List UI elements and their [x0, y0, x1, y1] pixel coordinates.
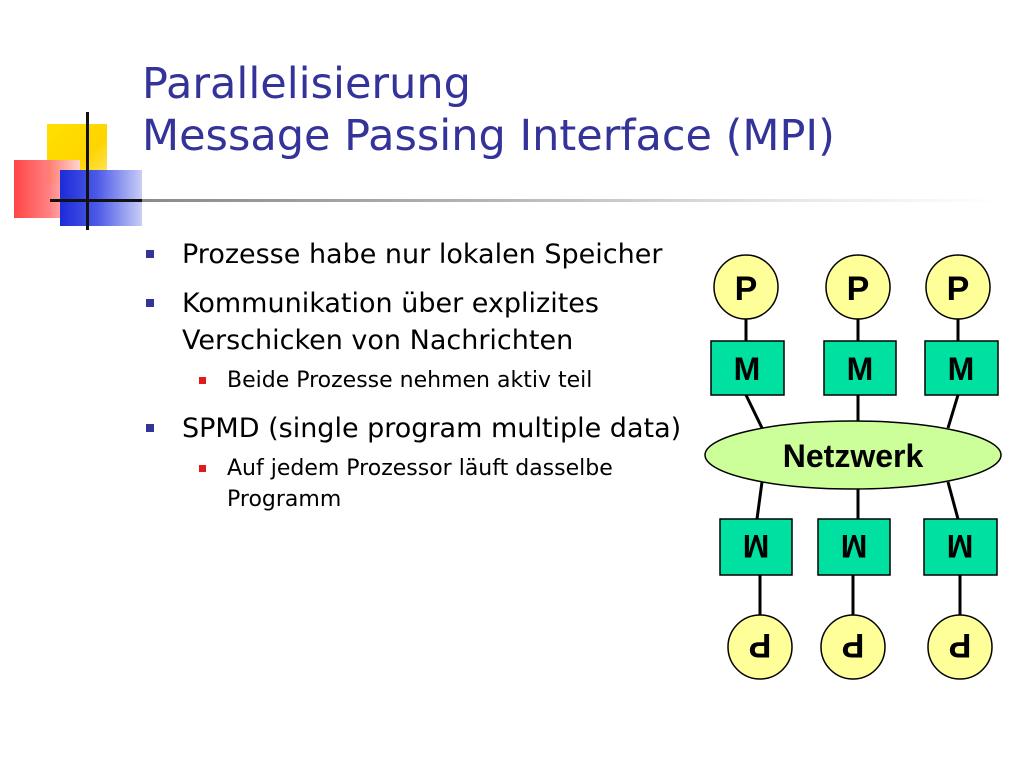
bullet-text: SPMD (single program multiple data): [182, 413, 682, 444]
memory-node-mirrored: M: [923, 518, 998, 576]
memory-label: M: [743, 528, 770, 564]
sub-bullet-marker-icon: [199, 377, 206, 384]
process-label: P: [947, 270, 970, 308]
sub-bullet-marker-icon: [199, 465, 206, 472]
memory-node-mirrored: M: [719, 518, 793, 576]
slide-title: Parallelisierung Message Passing Interfa…: [142, 58, 1002, 162]
decorative-blue-square: [60, 170, 142, 226]
bullet-text: Kommunikation über explizites Verschicke…: [182, 288, 599, 356]
decorative-horizontal-line: [50, 199, 142, 202]
sub-bullet-item: Beide Prozesse nehmen aktiv teil: [146, 365, 686, 396]
bullet-list: Prozesse habe nur lokalen Speicher Kommu…: [146, 236, 686, 529]
bullet-item: SPMD (single program multiple data): [146, 410, 686, 447]
memory-label: M: [947, 528, 974, 564]
memory-node: M: [823, 340, 897, 396]
memory-node: M: [710, 340, 785, 396]
process-label: P: [847, 270, 870, 308]
mpi-diagram: P P P M M M: [700, 245, 1010, 685]
sub-bullet-text: Auf jedem Prozessor läuft dasselbe Progr…: [227, 456, 613, 512]
process-node: P: [713, 254, 779, 320]
title-line-1: Parallelisierung: [142, 59, 471, 109]
memory-label: M: [841, 528, 868, 564]
process-label: P: [749, 626, 772, 664]
memory-label: M: [847, 351, 874, 387]
memory-node-mirrored: M: [817, 518, 891, 576]
process-label: P: [735, 270, 758, 308]
bullet-item: Prozesse habe nur lokalen Speicher: [146, 236, 686, 273]
bullet-marker-icon: [146, 424, 154, 432]
bullet-marker-icon: [146, 299, 154, 307]
bullet-item: Kommunikation über explizites Verschicke…: [146, 285, 686, 359]
bullet-marker-icon: [146, 250, 154, 258]
sub-bullet-text: Beide Prozesse nehmen aktiv teil: [227, 368, 593, 393]
process-node-mirrored: P: [820, 614, 886, 680]
process-node-mirrored: P: [927, 614, 993, 680]
decorative-vertical-line: [86, 112, 89, 230]
memory-label: M: [948, 351, 975, 387]
connector-line: [946, 394, 960, 429]
process-node: P: [925, 254, 991, 320]
title-line-2: Message Passing Interface (MPI): [142, 111, 835, 161]
process-label: P: [949, 626, 972, 664]
connector-line: [755, 481, 764, 520]
network-label: Netzwerk: [783, 438, 924, 474]
mpi-diagram-svg: P P P M M M: [704, 254, 1002, 680]
process-label: P: [842, 626, 865, 664]
bullet-text: Prozesse habe nur lokalen Speicher: [182, 239, 663, 270]
title-underline: [142, 199, 1002, 202]
memory-label: M: [734, 351, 761, 387]
network-node: Netzwerk: [704, 420, 1002, 490]
connector-line: [946, 481, 960, 520]
memory-node: M: [924, 340, 999, 396]
process-node-mirrored: P: [727, 614, 793, 680]
process-node: P: [825, 254, 891, 320]
sub-bullet-item: Auf jedem Prozessor läuft dasselbe Progr…: [146, 453, 686, 515]
connector-line: [744, 394, 764, 429]
